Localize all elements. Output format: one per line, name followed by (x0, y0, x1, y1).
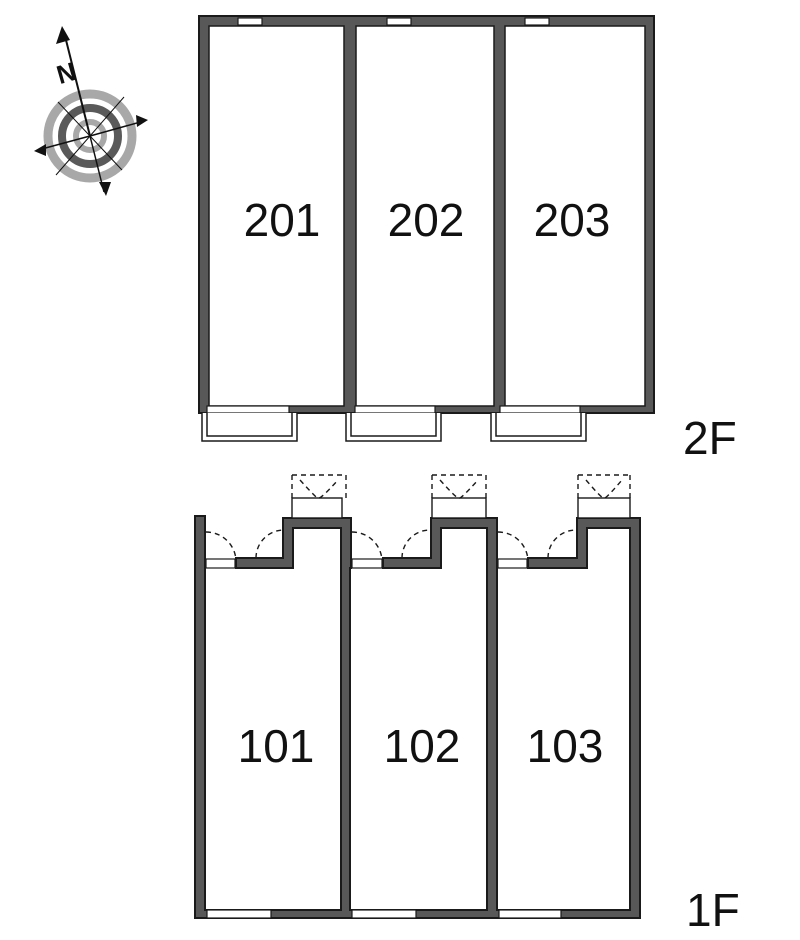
room-label-103: 103 (527, 720, 604, 772)
balcony-202 (345, 413, 442, 442)
floor-label-2f: 2F (683, 412, 737, 464)
room-label-101: 101 (238, 720, 315, 772)
door-swings-101 (205, 474, 347, 561)
floor-2f-plan: 201 202 203 (198, 15, 655, 442)
room-label-102: 102 (384, 720, 461, 772)
door-swings-102 (351, 474, 487, 561)
compass-north-label: N (53, 56, 79, 90)
floor-label-1f: 1F (686, 884, 740, 936)
room-label-201: 201 (244, 194, 321, 246)
compass-icon: N (34, 26, 148, 196)
balcony-201 (201, 413, 298, 442)
room-label-202: 202 (388, 194, 465, 246)
balcony-203 (490, 413, 587, 442)
door-swings-103 (497, 474, 631, 561)
room-label-203: 203 (534, 194, 611, 246)
floor-1f-plan: 101 102 103 (194, 474, 641, 919)
